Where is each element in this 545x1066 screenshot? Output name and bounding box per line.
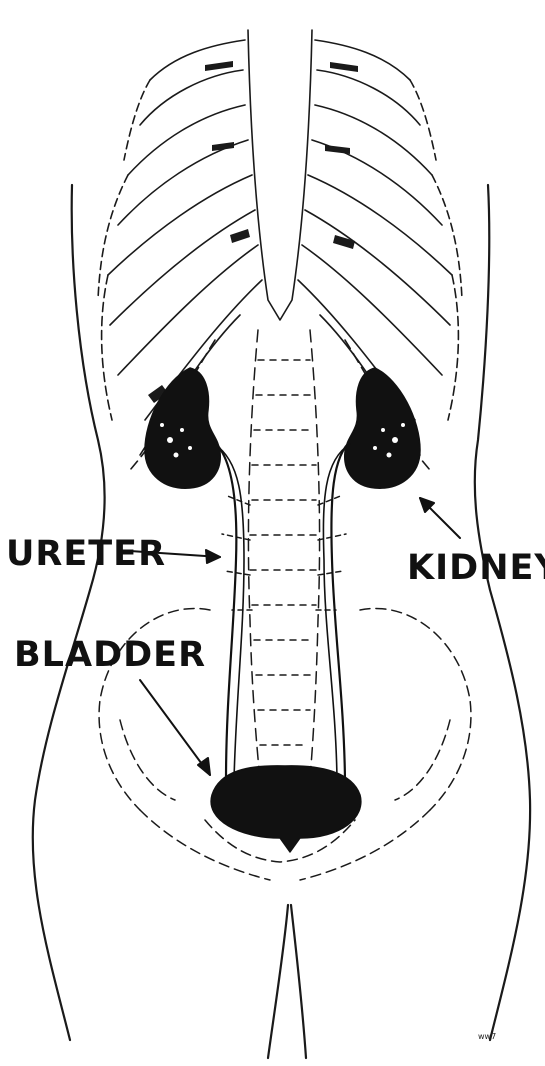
ureter-arrow-head — [206, 550, 220, 563]
right-leg-inner — [291, 905, 306, 1058]
left-ureter-inner — [214, 444, 244, 780]
right-ureter-inner — [323, 444, 350, 780]
bladder-label: BLADDER — [14, 638, 206, 673]
bladder-arrow-line — [140, 680, 210, 775]
left-torso-outline — [33, 185, 105, 1040]
left-ureter — [212, 440, 236, 780]
left-leg-inner — [268, 905, 288, 1058]
bladder — [211, 766, 361, 852]
rib-shading — [148, 61, 398, 403]
right-kidney — [345, 368, 420, 488]
right-torso-outline — [475, 185, 530, 1040]
kidney-label: KIDNEY — [407, 551, 545, 586]
artist-mark: ww7 — [478, 1032, 496, 1041]
body-outline — [33, 185, 530, 1058]
spine — [222, 330, 346, 800]
left-kidney — [145, 368, 220, 488]
sternum — [248, 30, 312, 320]
ureter-label: URETER — [6, 537, 166, 572]
ureters — [212, 440, 352, 780]
